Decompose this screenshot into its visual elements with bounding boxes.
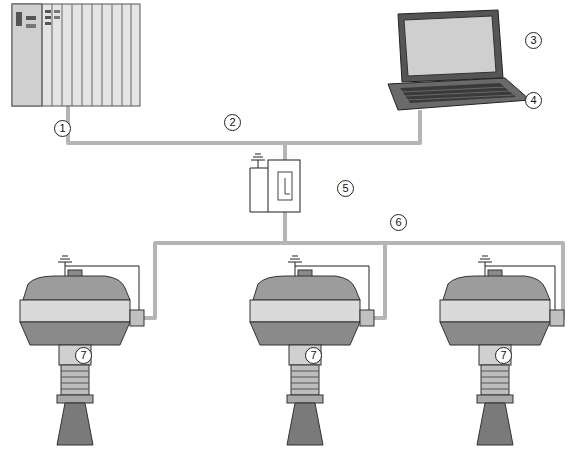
plc-rack: [54, 10, 60, 13]
bus-coupler: [258, 160, 259, 168]
plc-rack: [62, 4, 63, 106]
bus-coupler: [268, 160, 300, 212]
radar-sensor: [291, 365, 319, 395]
radar-sensor: [57, 403, 93, 445]
callout-number: 3: [525, 32, 542, 49]
callout-number: 7: [75, 347, 92, 364]
plc-rack: [26, 16, 36, 20]
radar-sensor: [360, 310, 374, 326]
radar-sensor: [20, 300, 130, 322]
plc-rack: [131, 4, 132, 106]
laptop: [407, 95, 513, 100]
radar-sensor: [443, 276, 550, 300]
bus-cable: [373, 243, 385, 318]
radar-sensor: [57, 395, 93, 403]
plc-rack: [82, 4, 83, 106]
radar-sensor: [250, 300, 360, 322]
radar-sensor: [20, 256, 144, 445]
radar-sensor: [440, 300, 550, 322]
laptop: [404, 16, 496, 76]
bus-coupler: [285, 178, 290, 194]
plc-rack: [42, 4, 43, 106]
radar-sensor: [287, 395, 323, 403]
laptop: [402, 87, 513, 100]
radar-sensor: [440, 322, 550, 345]
callout-number: 7: [495, 347, 512, 364]
laptop: [405, 91, 510, 96]
callout-number: 7: [305, 347, 322, 364]
radar-sensor: [477, 403, 513, 445]
radar-sensor: [61, 365, 89, 395]
radar-sensor: [477, 395, 513, 403]
radar-sensor: [253, 276, 360, 300]
bus-coupler: [250, 154, 300, 212]
plc-rack: [12, 4, 140, 106]
plc-rack: [16, 12, 22, 26]
bus-cable: [68, 106, 563, 318]
radar-sensor: [481, 371, 509, 389]
bus-coupler: [250, 168, 268, 212]
radar-sensor: [20, 322, 130, 345]
callout-number: 2: [224, 114, 241, 131]
bus-cable: [68, 106, 420, 143]
plc-rack: [102, 4, 103, 106]
radar-sensor: [250, 256, 374, 445]
laptop: [400, 83, 516, 103]
plc-rack: [45, 10, 51, 13]
plc-rack: [54, 16, 60, 19]
radar-sensor: [287, 403, 323, 445]
plc-rack: [112, 4, 113, 106]
bus-coupler: [251, 154, 265, 160]
laptop: [388, 10, 530, 110]
plc-rack: [42, 4, 131, 106]
radar-sensor: [481, 365, 509, 395]
laptop: [388, 78, 530, 110]
plc-rack: [72, 4, 73, 106]
bus-coupler: [278, 172, 292, 200]
radar-sensor: [130, 310, 144, 326]
radar-sensor: [291, 371, 319, 389]
plc-rack: [52, 4, 53, 106]
radar-sensor: [59, 345, 91, 365]
plc-rack: [12, 4, 42, 106]
radar-sensor: [250, 322, 360, 345]
radar-sensor: [23, 276, 130, 300]
radar-sensor: [61, 371, 89, 389]
radar-sensor: [479, 345, 511, 365]
radar-sensor: [289, 345, 321, 365]
callout-number: 4: [525, 92, 542, 109]
plc-rack: [45, 16, 51, 19]
bus-cable: [283, 212, 287, 243]
laptop: [402, 87, 506, 92]
radar-sensor: [550, 310, 564, 326]
laptop: [398, 10, 503, 82]
callout-number: 1: [54, 120, 71, 137]
plc-rack: [45, 22, 51, 25]
plc-rack: [26, 24, 36, 28]
callout-number: 6: [390, 214, 407, 231]
plc-rack: [92, 4, 93, 106]
radar-sensor: [440, 256, 564, 445]
callout-number: 5: [337, 180, 354, 197]
bus-cable: [283, 143, 287, 162]
plc-rack: [12, 4, 140, 106]
plc-rack: [122, 4, 123, 106]
